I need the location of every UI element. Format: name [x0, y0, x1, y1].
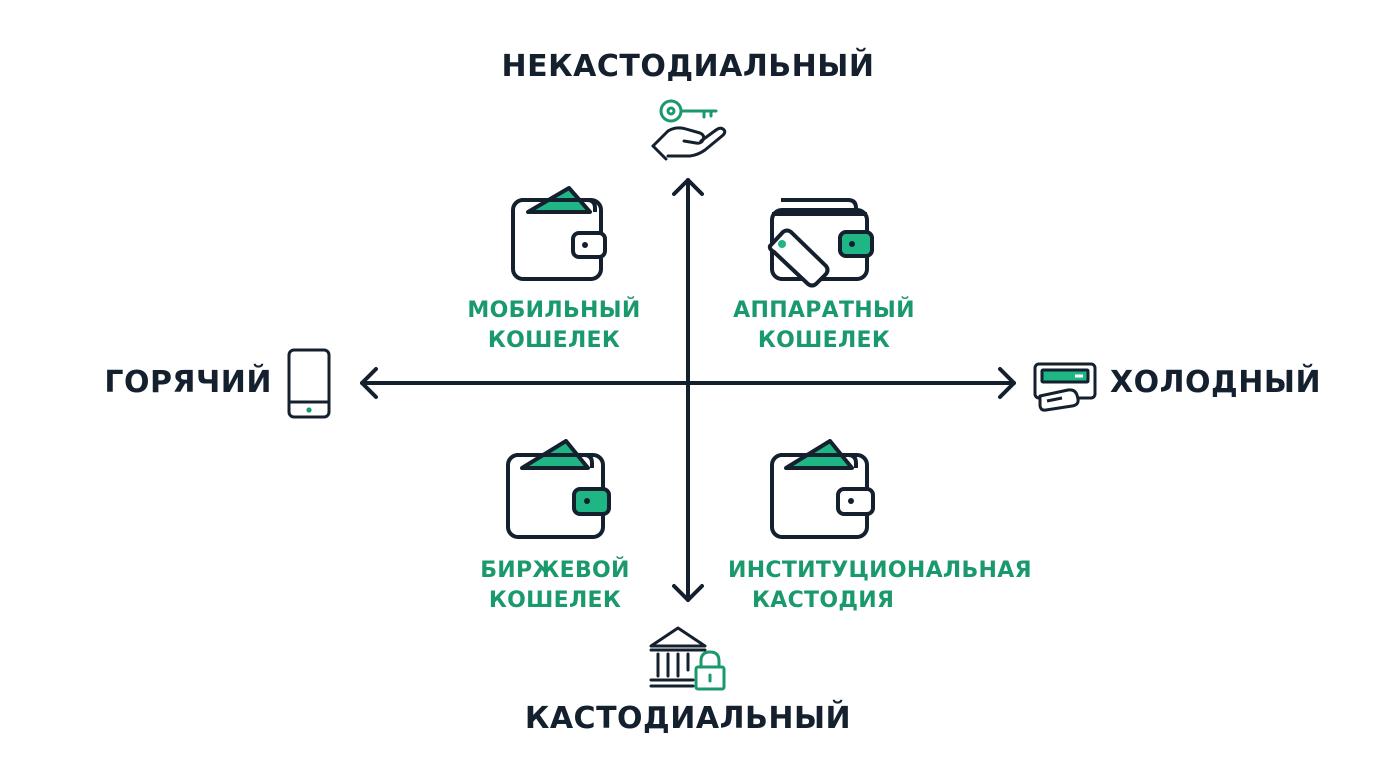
axis-label-bottom: КАСТОДИАЛЬНЫЙ — [524, 701, 852, 736]
quadrant-label-line1: ИНСТИТУЦИОНАЛЬНАЯ — [728, 558, 1032, 583]
quadrant-label-line2: КОШЕЛЕК — [757, 328, 891, 353]
quadrant-label-line1: БИРЖЕВОЙ — [480, 558, 630, 583]
quadrant-label-exchange-wallet: БИРЖЕВОЙ КОШЕЛЕК — [455, 556, 655, 616]
axis-label-top: НЕКАСТОДИАЛЬНЫЙ — [501, 49, 875, 84]
quadrant-label-line1: МОБИЛЬНЫЙ — [467, 298, 641, 323]
quadrant-label-line2: КАСТОДИЯ — [752, 588, 895, 613]
quadrant-label-line2: КОШЕЛЕК — [487, 328, 621, 353]
quadrant-label-hardware-wallet: АППАРАТНЫЙ КОШЕЛЕК — [714, 296, 934, 356]
quadrant-label-line2: КОШЕЛЕК — [488, 588, 622, 613]
horizontal-axis-arrow-left — [360, 367, 378, 399]
quadrant-label-mobile-wallet: МОБИЛЬНЫЙ КОШЕЛЕК — [444, 296, 664, 356]
vertical-axis-arrow-up — [672, 178, 704, 196]
quadrant-label-line1: АППАРАТНЫЙ — [733, 298, 915, 323]
quadrant-label-institutional-custody: ИНСТИТУЦИОНАЛЬНАЯ КАСТОДИЯ — [728, 556, 1046, 616]
horizontal-axis-arrow-right — [998, 367, 1016, 399]
vertical-axis-arrow-down — [672, 584, 704, 602]
axis-label-left: ГОРЯЧИЙ — [104, 365, 272, 400]
axis-label-right: ХОЛОДНЫЙ — [1110, 365, 1322, 400]
